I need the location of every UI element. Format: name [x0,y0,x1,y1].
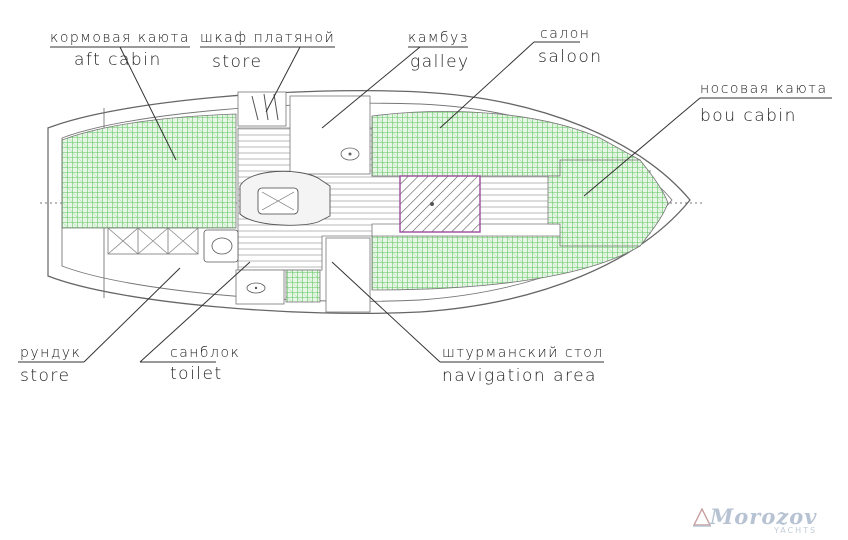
galley-label-en: galley [410,52,470,72]
aft-cabin-berth [61,113,237,229]
aft-cabin-label-ru: кормовая каюта [50,30,190,46]
wardrobe-label-ru: шкаф платяной [200,30,335,46]
nav-label-ru: штурманский стол [442,345,604,361]
wardrobe-label-en: store [212,52,263,72]
saloon-label-en: saloon [538,47,603,67]
wardrobe [237,91,287,127]
galley-label-ru: камбуз [408,30,469,46]
sail-icon [692,508,712,527]
saloon-table [399,175,481,233]
nav-label-en: navigation area [442,366,597,386]
logo-sub: YACHTS [774,526,818,535]
saloon-berth-port [371,235,642,291]
morozov-yachts-logo: Morozov YACHTS [692,504,832,536]
leader-lines [18,41,832,363]
toilet-label-en: toilet [170,364,223,384]
galley-counter [289,95,371,175]
locker-label-ru: рундук [20,345,81,361]
bow-cabin-berth [547,159,669,247]
bow-cabin-label-ru: носовая каюта [700,81,828,97]
logo-name: Morozov [710,504,818,529]
aft-cabin-label-en: aft cabin [74,50,162,70]
locker-label-en: store [20,366,71,386]
toilet-compartment [203,229,321,305]
bow-cabin-label-en: bou cabin [700,106,797,126]
navigation-table [325,237,371,313]
toilet-label-ru: санблок [170,345,240,361]
aft-locker-boxes [107,227,199,255]
engine-box [239,170,331,226]
saloon-label-ru: салон [540,26,590,42]
